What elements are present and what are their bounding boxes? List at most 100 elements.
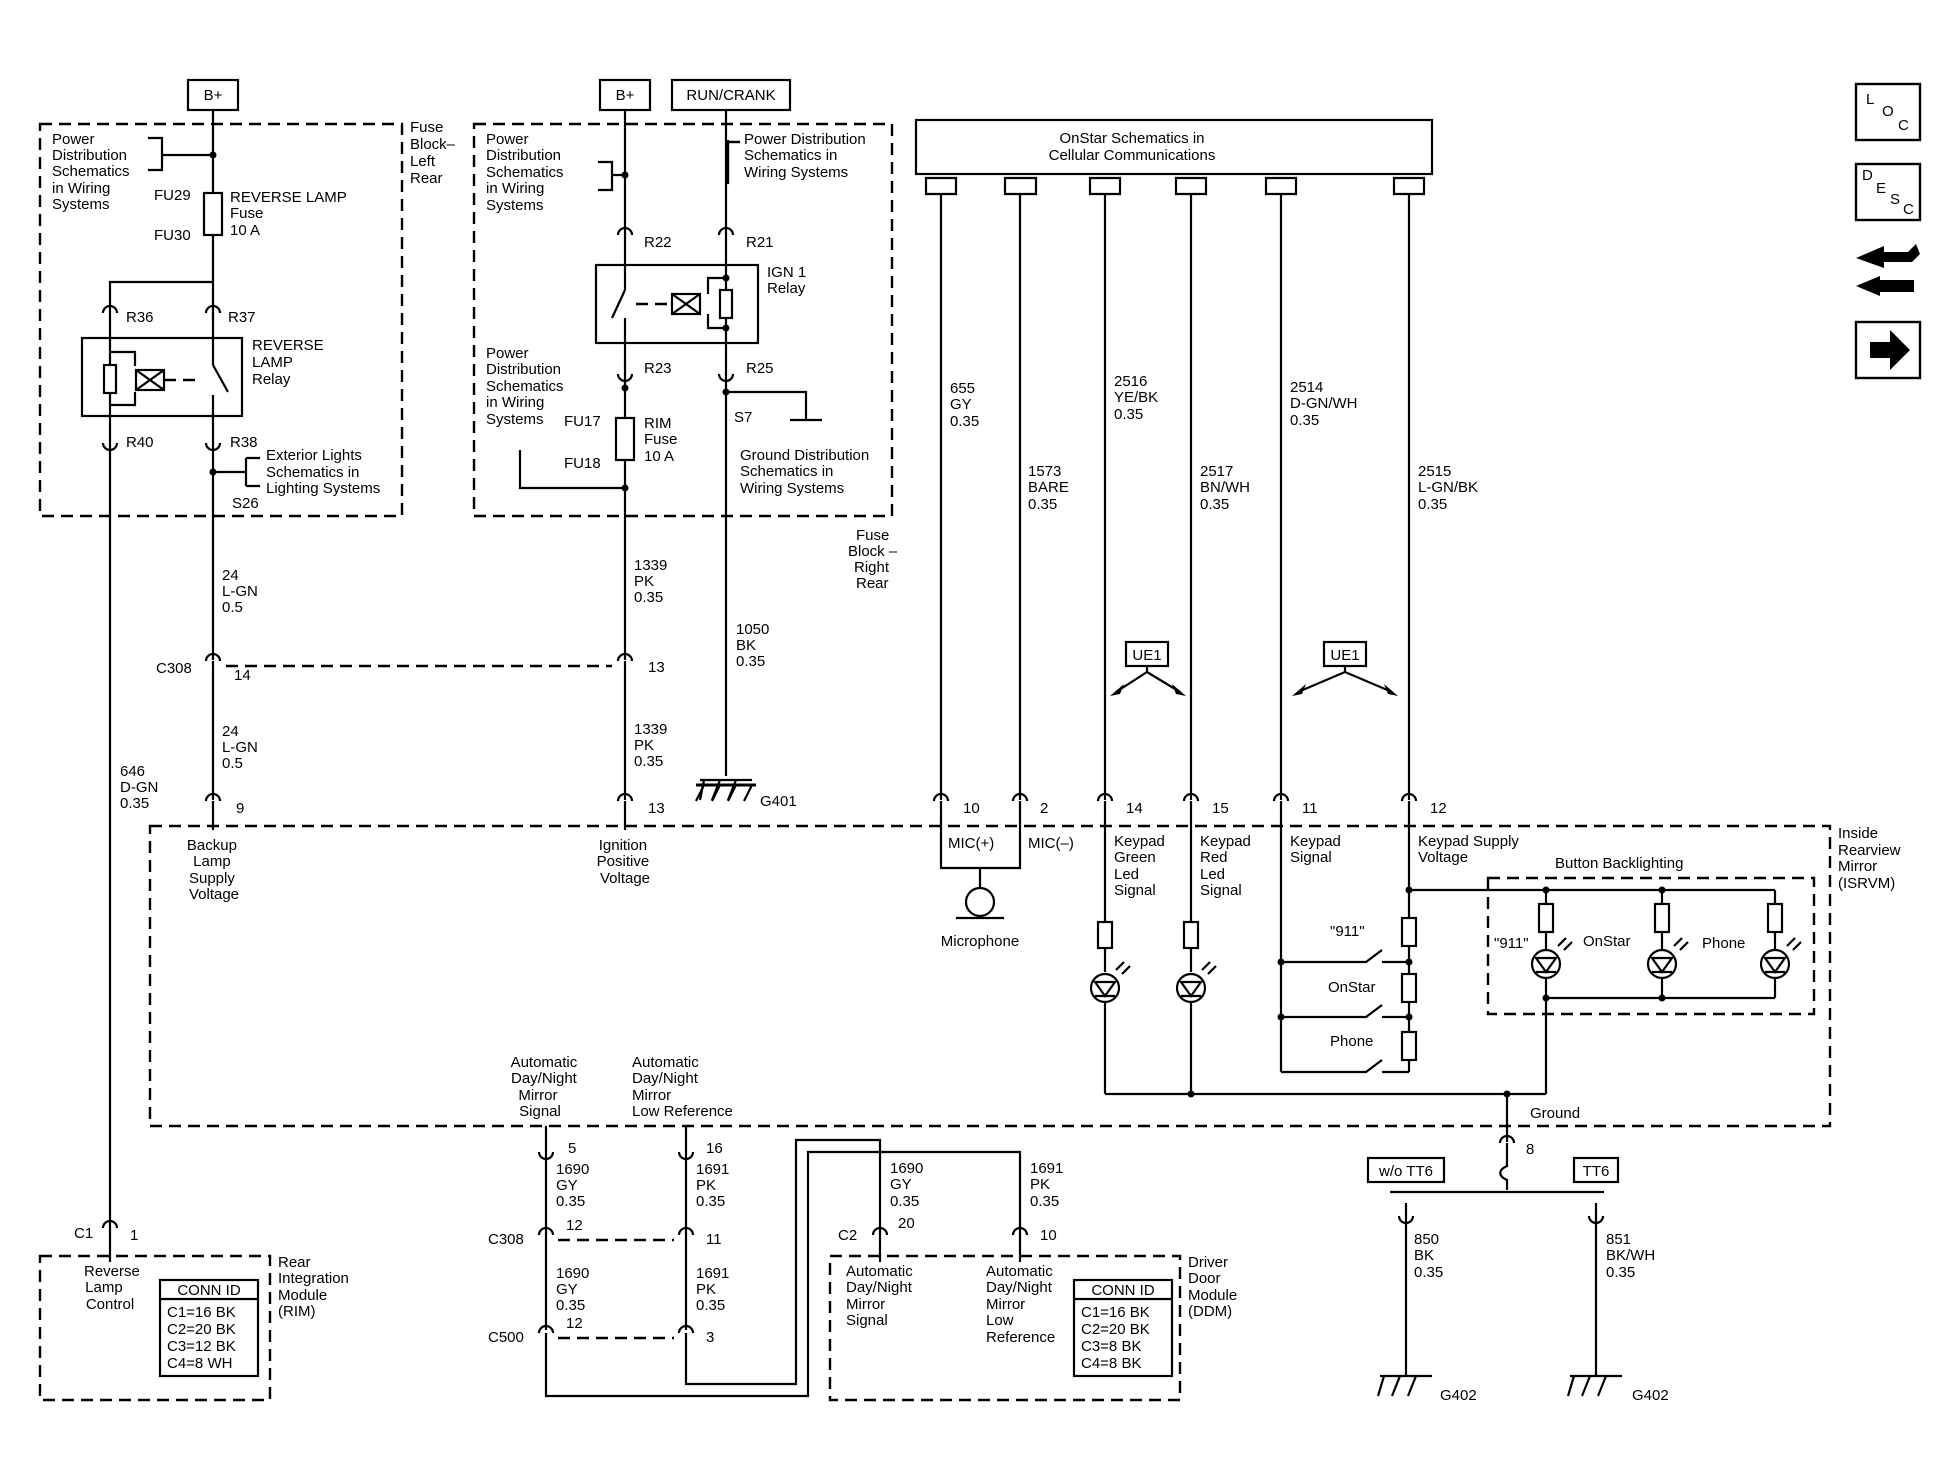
mic-minus-label: MIC(–) [1028, 835, 1074, 852]
ddm-title: Driver Door Module (DDM) [1188, 1254, 1241, 1320]
auto-mirror-signal-label: Automatic Day/Night Mirror Signal [511, 1054, 582, 1120]
power-distribution-ref-right: Power Distribution Schematics in Wiring … [744, 131, 870, 181]
isrvm-top-pins: 10 2 14 15 11 12 [932, 792, 1447, 817]
ground-distribution-ref: Ground Distribution Schematics in Wiring… [740, 447, 873, 497]
exterior-lights-ref: Exterior Lights Schematics in Lighting S… [266, 447, 380, 497]
isrvm-module: Inside Rearview Mirror (ISRVM) Backup La… [148, 814, 1905, 1142]
backlight-phone-label: Phone [1702, 935, 1745, 952]
ground-label: Ground [1530, 1105, 1580, 1122]
svg-text:B+: B+ [204, 87, 223, 104]
isrvm-title: Inside Rearview Mirror (ISRVM) [1838, 825, 1905, 892]
keypad-green-led-label: Keypad Green Led Signal [1114, 833, 1169, 899]
svg-text:C1=16 BK C2=20 BK: C1=16 BK C2=20 BK C3=12 BK C4=8 WH [167, 1304, 240, 1372]
r21-label: R21 [746, 234, 774, 251]
rim-conn-id-table [158, 1278, 260, 1378]
svg-text:C1=16 BK C2=20 BK: C1=16 BK C2=20 BK C3=8 BK C4=8 BK [1081, 1304, 1154, 1372]
svg-text:16: 16 [706, 1140, 723, 1157]
ue1-option-b: UE1 [1292, 640, 1398, 696]
svg-text:3: 3 [706, 1329, 714, 1346]
svg-text:CONN ID: CONN ID [1091, 1282, 1155, 1299]
backup-lamp-label: Backup Lamp Supply Voltage [187, 837, 241, 903]
keypad-signal-label: Keypad Signal [1290, 833, 1345, 866]
loc-letter-l: L [1866, 91, 1874, 108]
svg-text:w/o TT6: w/o TT6 [1378, 1163, 1433, 1180]
desc-button[interactable]: D E S C [1854, 162, 1922, 222]
svg-text:14: 14 [234, 667, 251, 684]
mic-plus-label: MIC(+) [948, 835, 994, 852]
r25-label: R25 [746, 360, 774, 377]
svg-text:9: 9 [236, 800, 244, 817]
svg-text:11: 11 [1302, 800, 1318, 817]
svg-text:G402: G402 [1440, 1387, 1477, 1404]
fu29-label: FU29 [154, 187, 191, 204]
microphone-label: Microphone [941, 933, 1019, 950]
button-backlighting-label: Button Backlighting [1555, 855, 1683, 872]
next-page-button[interactable] [1854, 320, 1922, 380]
svg-text:UE1: UE1 [1132, 647, 1161, 664]
r37-label: R37 [228, 309, 256, 326]
svg-text:13: 13 [648, 659, 665, 676]
fu30-label: FU30 [154, 227, 191, 244]
reverse-lamp-relay-label: REVERSE LAMP Relay [252, 337, 328, 388]
bplus-left-box: B+ [186, 78, 240, 112]
svg-text:8: 8 [1526, 1141, 1534, 1158]
svg-text:C500: C500 [488, 1329, 524, 1346]
keypad-red-led-label: Keypad Red Led Signal [1200, 833, 1255, 899]
svg-text:14: 14 [1126, 800, 1143, 817]
auto-mirror-lowref-label: Automatic Day/Night Mirror Low Reference [632, 1054, 733, 1120]
svg-text:10: 10 [963, 800, 980, 817]
connector-view-icon[interactable] [1856, 244, 1920, 296]
driver-door-module: Driver Door Module (DDM) Automatic Day/N… [828, 1248, 1241, 1402]
svg-text:20: 20 [898, 1215, 915, 1232]
rim-title: Rear Integration Module (RIM) [278, 1254, 353, 1320]
arrow-right-icon [1870, 330, 1910, 370]
ddm-signal-label: Automatic Day/Night Mirror Signal [846, 1263, 917, 1329]
desc-letter-s: S [1890, 191, 1900, 208]
svg-text:G401: G401 [760, 793, 797, 810]
fuse-block-right-rear: Fuse Block – Right Rear Power Distributi… [472, 110, 898, 776]
svg-text:RUN/CRANK: RUN/CRANK [686, 87, 775, 104]
r23-label: R23 [644, 360, 672, 377]
r40-label: R40 [126, 434, 154, 451]
fu18-label: FU18 [564, 455, 601, 472]
loc-button[interactable]: L O C [1854, 82, 1922, 142]
r38-label: R38 [230, 434, 258, 451]
switch-911-label: "911" [1330, 923, 1365, 940]
svg-text:12: 12 [566, 1217, 583, 1234]
svg-text:11: 11 [706, 1231, 722, 1248]
run-crank-box: RUN/CRANK [670, 78, 792, 112]
fuse-block-left-rear: Fuse Block– Left Rear Power Distribution… [38, 110, 456, 518]
bplus-center-box: B+ [598, 78, 652, 112]
backlight-911-label: "911" [1494, 935, 1529, 952]
loc-letter-o: O [1882, 103, 1894, 120]
ddm-conn-id-table [1072, 1278, 1174, 1378]
svg-text:12: 12 [1430, 800, 1447, 817]
svg-text:C308: C308 [488, 1231, 524, 1248]
svg-text:10: 10 [1040, 1227, 1057, 1244]
ign1-relay-label: IGN 1 Relay [767, 264, 810, 297]
ue1-option-a: UE1 [1110, 640, 1186, 696]
svg-text:15: 15 [1212, 800, 1229, 817]
microphone-icon [964, 886, 996, 918]
reverse-lamp-fuse-label: REVERSE LAMP Fuse 10 A [230, 189, 351, 239]
